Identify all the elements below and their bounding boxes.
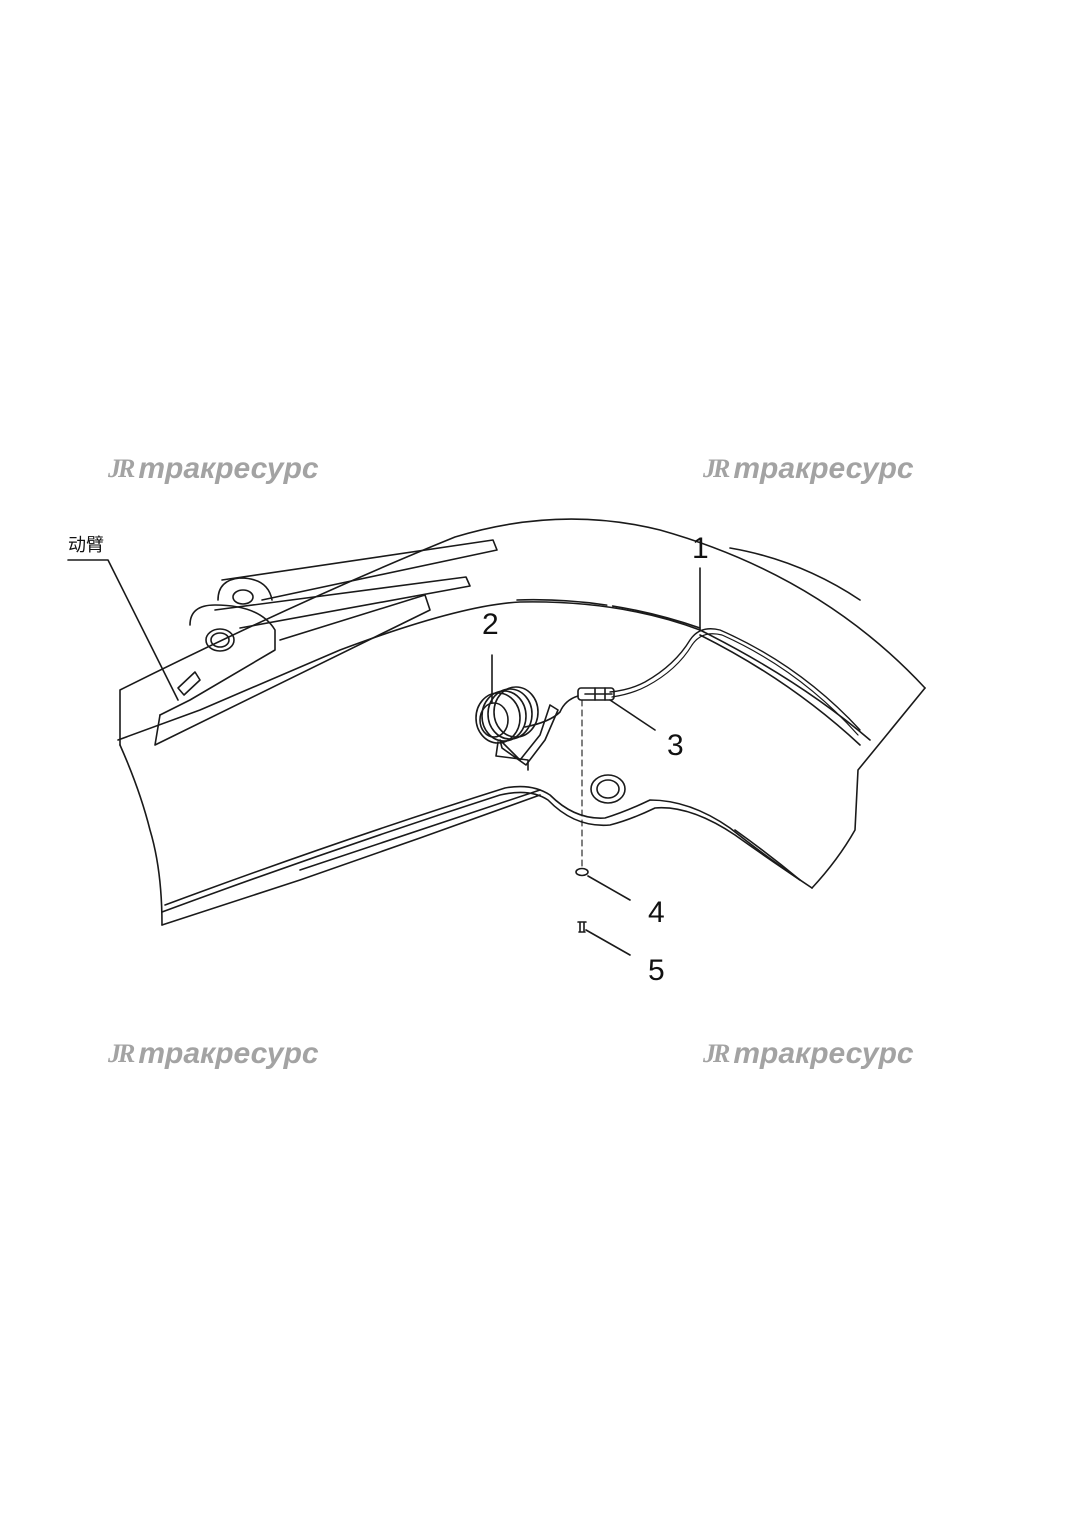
watermark-text: тракресурс bbox=[733, 1037, 914, 1070]
lower-flange-line-2 bbox=[734, 829, 801, 881]
boom-bottom-edge bbox=[161, 791, 813, 913]
callout-4: 4 bbox=[648, 896, 665, 929]
boom-right-end bbox=[811, 687, 926, 889]
washer bbox=[575, 867, 589, 877]
leader-5 bbox=[585, 929, 631, 956]
bracket-arm-middle bbox=[214, 576, 471, 629]
watermark-top-right: JR тракресурс bbox=[703, 452, 914, 486]
watermark-bottom-right: JR тракресурс bbox=[703, 1037, 914, 1071]
bracket-arm-upper bbox=[221, 539, 498, 601]
leader-label-boom bbox=[67, 559, 179, 701]
side-plate-seam-upper-2 bbox=[516, 598, 701, 629]
watermark-logo: JR bbox=[703, 1039, 730, 1068]
component-label-boom: 动臂 bbox=[68, 535, 104, 556]
bracket-upper-hole bbox=[232, 589, 254, 605]
harness-connector-detail bbox=[584, 687, 613, 701]
callout-5: 5 bbox=[648, 954, 665, 987]
watermark-logo: JR bbox=[108, 454, 135, 483]
watermark-text: тракресурс bbox=[733, 452, 914, 485]
watermark-bottom-left: JR тракресурс bbox=[108, 1037, 319, 1071]
harness-wire-2 bbox=[611, 633, 859, 736]
bolt bbox=[577, 921, 587, 933]
watermark-text: тракресурс bbox=[138, 1037, 319, 1070]
watermark-logo: JR bbox=[108, 1039, 135, 1068]
lamp-ring-3 bbox=[493, 686, 539, 738]
lamp-inner bbox=[479, 702, 509, 738]
lamp-bracket-base bbox=[495, 741, 529, 771]
watermark-logo: JR bbox=[703, 454, 730, 483]
bracket-ear-upper bbox=[217, 577, 273, 601]
bracket-slot bbox=[177, 671, 201, 696]
boom-lower-hole-inner bbox=[596, 779, 620, 799]
leader-3 bbox=[609, 699, 656, 731]
watermark-text: тракресурс bbox=[138, 452, 319, 485]
harness-wire bbox=[609, 628, 861, 731]
boom-lower-hole bbox=[590, 774, 626, 804]
leader-4 bbox=[587, 875, 631, 901]
bracket-pin-hole bbox=[205, 628, 235, 652]
callout-1: 1 bbox=[692, 532, 709, 565]
lamp-ring-2 bbox=[487, 688, 533, 740]
watermark-top-left: JR тракресурс bbox=[108, 452, 319, 486]
boom-top-edge bbox=[119, 518, 926, 746]
lamp-wire bbox=[524, 695, 579, 728]
bracket-arm-lower bbox=[154, 594, 431, 746]
leader-1-gap-right bbox=[729, 547, 861, 601]
harness-connector bbox=[577, 687, 615, 701]
boom-left-bottom bbox=[161, 794, 541, 926]
bracket-pin-hole-inner bbox=[210, 632, 230, 648]
boom-bottom-edge-inner bbox=[164, 785, 801, 906]
bracket-body bbox=[159, 604, 276, 716]
callout-3: 3 bbox=[667, 729, 684, 762]
lower-flange-line-1 bbox=[299, 789, 541, 871]
callout-2: 2 bbox=[482, 608, 499, 641]
side-plate-seam-upper bbox=[117, 601, 871, 741]
side-plate-seam-right bbox=[699, 634, 861, 746]
lamp-bracket bbox=[499, 704, 559, 766]
boom-left-end bbox=[119, 744, 163, 926]
